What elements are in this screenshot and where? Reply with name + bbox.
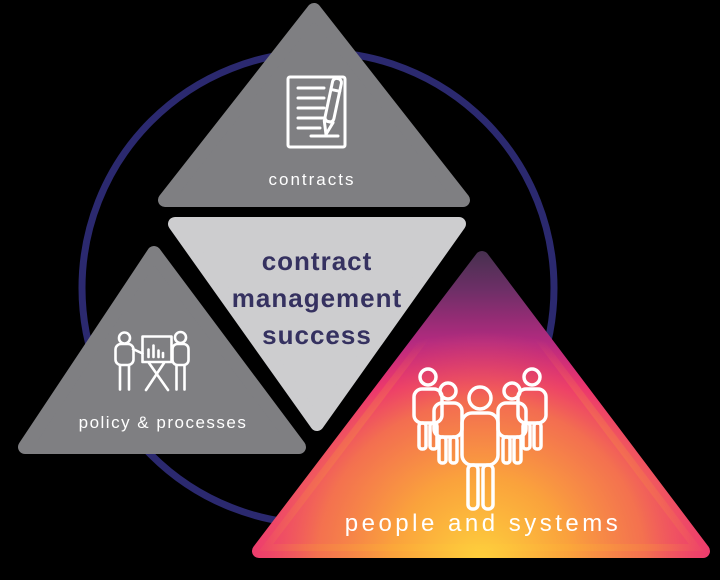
policy-triangle [18,246,306,454]
center-title-line-3: success [262,320,372,350]
center-triangle [168,217,466,431]
contracts-triangle [158,3,470,207]
presentation-easel-icon [114,330,190,392]
people-triangle [252,251,710,558]
people-triangle-glow [252,251,710,558]
policy-triangle-shape [18,246,306,454]
contracts-label: contracts [268,170,356,189]
people-group-icon [412,367,548,511]
center-triangle-shape [168,217,466,431]
center-title: contract management success [167,243,467,354]
center-title-line-1: contract [261,246,373,276]
center-title-line-2: management [231,283,403,313]
people-label: people and systems [344,510,622,537]
policy-label: policy & processes [78,413,248,432]
document-pen-icon [286,75,347,149]
contracts-triangle-shape [158,3,470,207]
